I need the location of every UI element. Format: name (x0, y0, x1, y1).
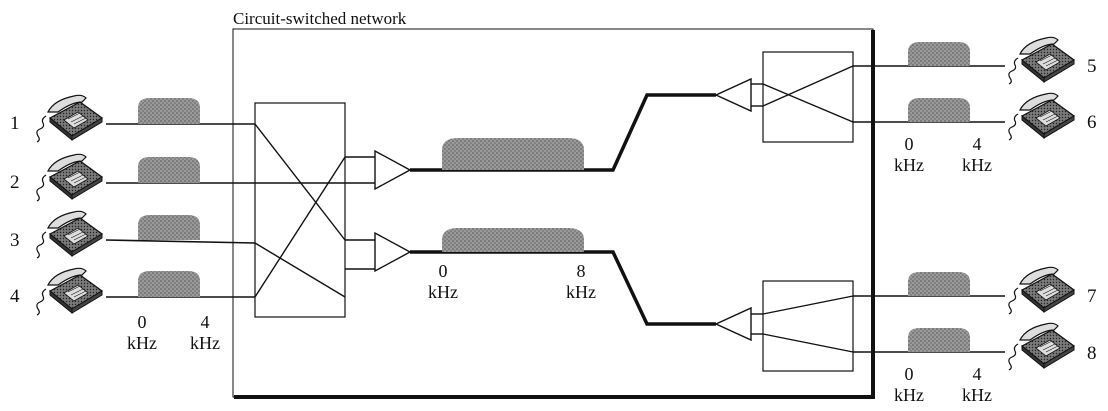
telephone-icon (36, 94, 103, 143)
phone-label-4: 4 (10, 286, 20, 307)
spectrum-1 (138, 98, 200, 124)
right-switch-top (762, 51, 854, 143)
telephone-icon (36, 210, 103, 259)
phone-label-3: 3 (10, 230, 20, 251)
voice-spectra (138, 42, 970, 352)
spectrum-8 (908, 328, 970, 352)
telephone-icon (1008, 322, 1075, 371)
spectrum-3 (138, 215, 200, 240)
spectrum-6 (908, 98, 970, 122)
multiplexer-top (345, 149, 412, 191)
demultiplexer-bottom (714, 306, 763, 342)
spectrum-5 (908, 42, 970, 66)
telephone-icon (1008, 36, 1075, 85)
diagram-title: Circuit-switched network (233, 9, 407, 28)
phone-label-5: 5 (1087, 56, 1097, 77)
spectrum-7 (908, 272, 970, 296)
mux-spectrum-bottom (442, 228, 584, 252)
phone-label-2: 2 (10, 172, 20, 193)
network-boundary (232, 28, 875, 399)
telephone-icon (1008, 92, 1075, 141)
mux-spectra (442, 138, 584, 252)
telephone-icon (36, 153, 103, 202)
multiplexer-bottom (345, 231, 412, 273)
left-switch (254, 102, 346, 318)
right-switch-bottom (762, 280, 854, 372)
spectrum-2 (138, 157, 200, 183)
mux-spectrum-top (442, 138, 584, 170)
spectrum-4 (138, 271, 200, 297)
phone-label-6: 6 (1087, 112, 1097, 133)
telephone-icon (1008, 266, 1075, 315)
demultiplexer-top (714, 77, 763, 113)
phone-label-7: 7 (1087, 286, 1097, 307)
phone-label-1: 1 (10, 113, 20, 134)
phone-label-8: 8 (1087, 343, 1097, 364)
telephone-icon (36, 267, 103, 316)
